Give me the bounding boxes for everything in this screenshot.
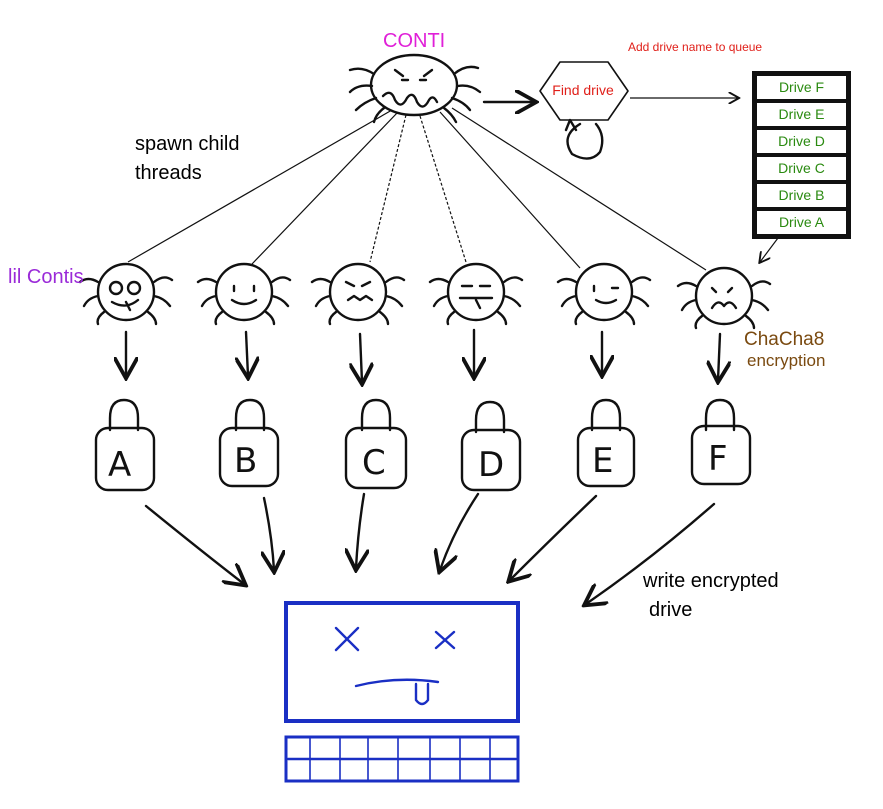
write-arrows (144, 492, 716, 604)
queue-item: Drive E (756, 102, 847, 127)
write-line-2: drive (649, 599, 693, 621)
find-drive-label: Find drive (552, 82, 614, 98)
write-label: write encrypted drive (643, 567, 779, 625)
spawn-label: spawn child threads (135, 130, 240, 188)
spawn-lines (127, 107, 707, 271)
write-line-1: write encrypted (643, 570, 779, 592)
lock-c-letter: C (362, 443, 386, 483)
keyboard-icon (284, 735, 520, 783)
encrypt-arrows (126, 328, 720, 382)
children-label: lil Contis (8, 266, 84, 288)
loop-arrow-icon (566, 122, 604, 160)
conti-spider-icon (348, 53, 482, 124)
queue-item: Drive D (756, 129, 847, 154)
lock-c-icon: C (344, 398, 408, 490)
queue-item: Drive F (756, 75, 847, 100)
lock-e-letter: E (592, 441, 613, 481)
lock-d-letter: D (478, 445, 504, 485)
child-spider-e-icon (556, 262, 652, 326)
queue-item: Drive B (756, 183, 847, 208)
queue-item: Drive C (756, 156, 847, 181)
child-spider-b-icon (196, 262, 292, 326)
cipher-label: ChaCha8 (744, 329, 825, 350)
lock-d-icon: D (460, 400, 522, 492)
child-spider-c-icon (310, 262, 406, 326)
queue-item: Drive A (756, 210, 847, 235)
lock-b-letter: B (234, 441, 257, 481)
drive-queue: Drive F Drive E Drive D Drive C Drive B … (752, 71, 851, 239)
spawn-line-1: spawn child (135, 133, 240, 155)
lock-a-icon: A (94, 398, 156, 492)
spawn-line-2: threads (135, 162, 202, 184)
cipher-sublabel: encryption (747, 351, 826, 370)
lock-a-letter: A (108, 445, 131, 485)
lock-f-icon: F (690, 398, 752, 486)
child-spider-f-icon (676, 266, 772, 330)
conti-title: CONTI (383, 30, 446, 52)
lock-e-icon: E (576, 398, 636, 488)
child-spider-d-icon (428, 262, 524, 326)
find-drive-hexagon (539, 61, 629, 160)
broken-screen-icon (284, 601, 520, 723)
queue-note: Add drive name to queue (628, 40, 763, 54)
lock-f-letter: F (708, 439, 728, 479)
lock-b-icon: B (218, 398, 280, 488)
child-spider-a-icon (78, 262, 174, 326)
